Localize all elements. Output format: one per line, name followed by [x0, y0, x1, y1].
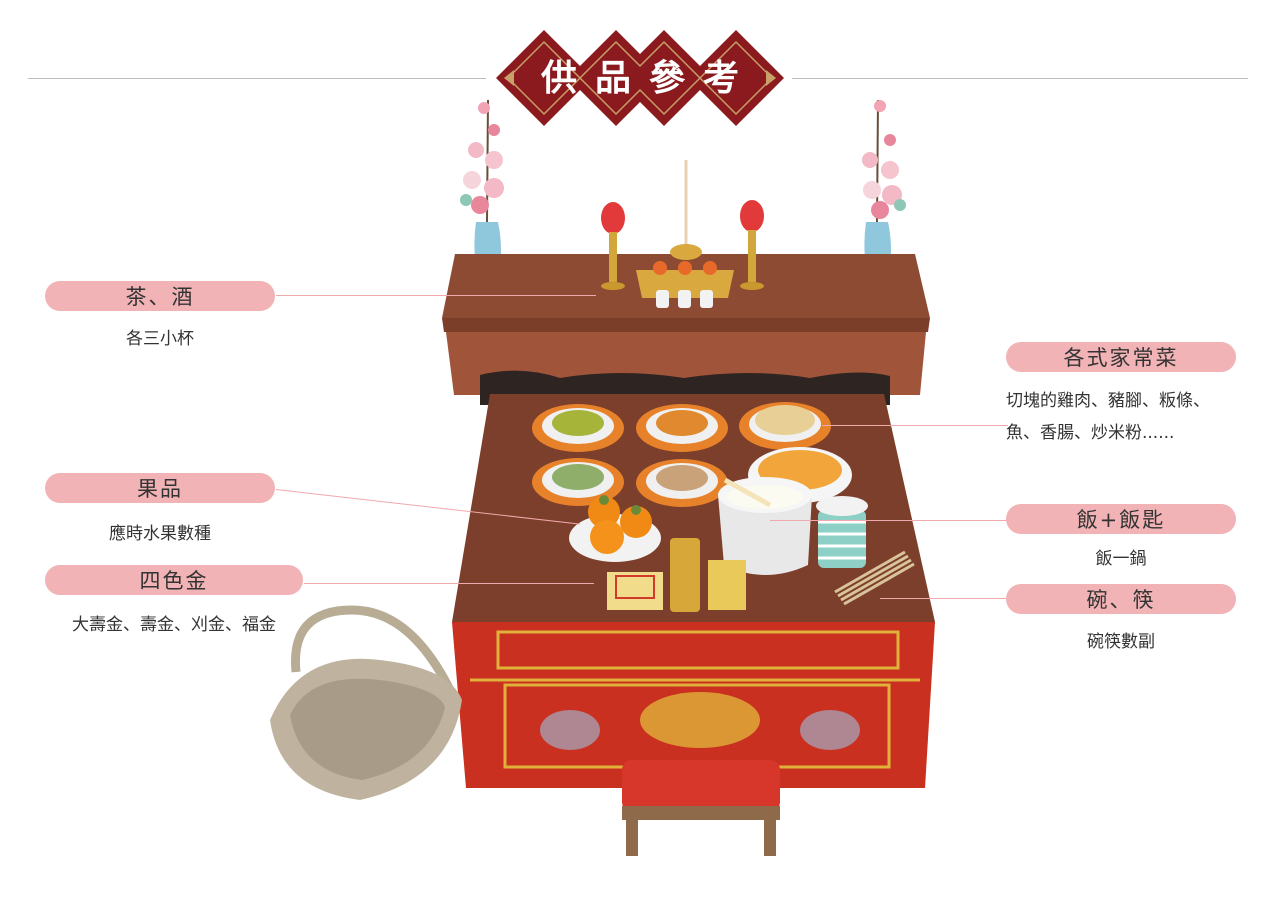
- leader-bowls: [880, 598, 1008, 599]
- label-rice: 飯+飯匙: [1006, 504, 1236, 534]
- label-gold-paper-heading: 四色金: [139, 569, 209, 593]
- label-dishes: 各式家常菜: [1006, 342, 1236, 372]
- diamond-banner-shape: [496, 30, 784, 126]
- fruit-plate-icon: [569, 495, 661, 562]
- label-fruit-heading: 果品: [137, 477, 183, 501]
- label-gold-paper: 四色金: [45, 565, 303, 595]
- candle-left-icon: [601, 202, 625, 290]
- label-dishes-heading: 各式家常菜: [1063, 346, 1179, 370]
- label-bowls-desc: 碗筷數副: [1087, 632, 1155, 652]
- title-char: 參: [648, 57, 685, 99]
- label-dishes-desc-line2: 魚、香腸、炒米粉......: [1006, 423, 1175, 443]
- leader-tea-wine: [276, 295, 596, 296]
- leader-dishes: [822, 425, 1008, 426]
- title-banner: 供 品 參 考: [496, 30, 784, 126]
- leader-gold-paper: [304, 583, 594, 584]
- label-rice-desc: 飯一鍋: [1095, 549, 1147, 569]
- candle-right-icon: [740, 200, 764, 290]
- flower-vase-right-icon: [862, 99, 906, 278]
- label-tea-wine-heading: 茶、酒: [125, 285, 195, 309]
- label-fruit-desc: 應時水果數種: [109, 524, 211, 544]
- label-gold-paper-desc: 大壽金、壽金、刈金、福金: [72, 615, 276, 635]
- flower-vase-left-icon: [460, 99, 504, 278]
- label-fruit: 果品: [45, 473, 275, 503]
- leader-rice: [770, 520, 1008, 521]
- gold-paper-icon: [607, 538, 746, 612]
- label-tea-wine: 茶、酒: [45, 281, 275, 311]
- bowls-icon: [816, 496, 868, 568]
- rice-pot-icon: [718, 477, 812, 575]
- label-bowls: 碗、筷: [1006, 584, 1236, 614]
- dishes-icon: [532, 402, 852, 507]
- label-bowls-heading: 碗、筷: [1086, 588, 1156, 612]
- title-char: 品: [594, 57, 631, 99]
- incense-burner-icon: [636, 160, 734, 308]
- label-tea-wine-desc: 各三小杯: [126, 329, 194, 349]
- basket-icon: [270, 605, 462, 800]
- title-rule-left: [28, 78, 486, 79]
- stool-icon: [622, 760, 780, 856]
- title-char: 考: [702, 57, 739, 99]
- chopsticks-icon: [834, 550, 915, 606]
- label-rice-heading: 飯+飯匙: [1076, 508, 1166, 532]
- title-rule-right: [792, 78, 1248, 79]
- title-char: 供: [540, 57, 577, 99]
- page-title: 供 品 參 考: [496, 30, 784, 126]
- label-dishes-desc-line1: 切塊的雞肉、豬腳、粄條、: [1006, 391, 1210, 411]
